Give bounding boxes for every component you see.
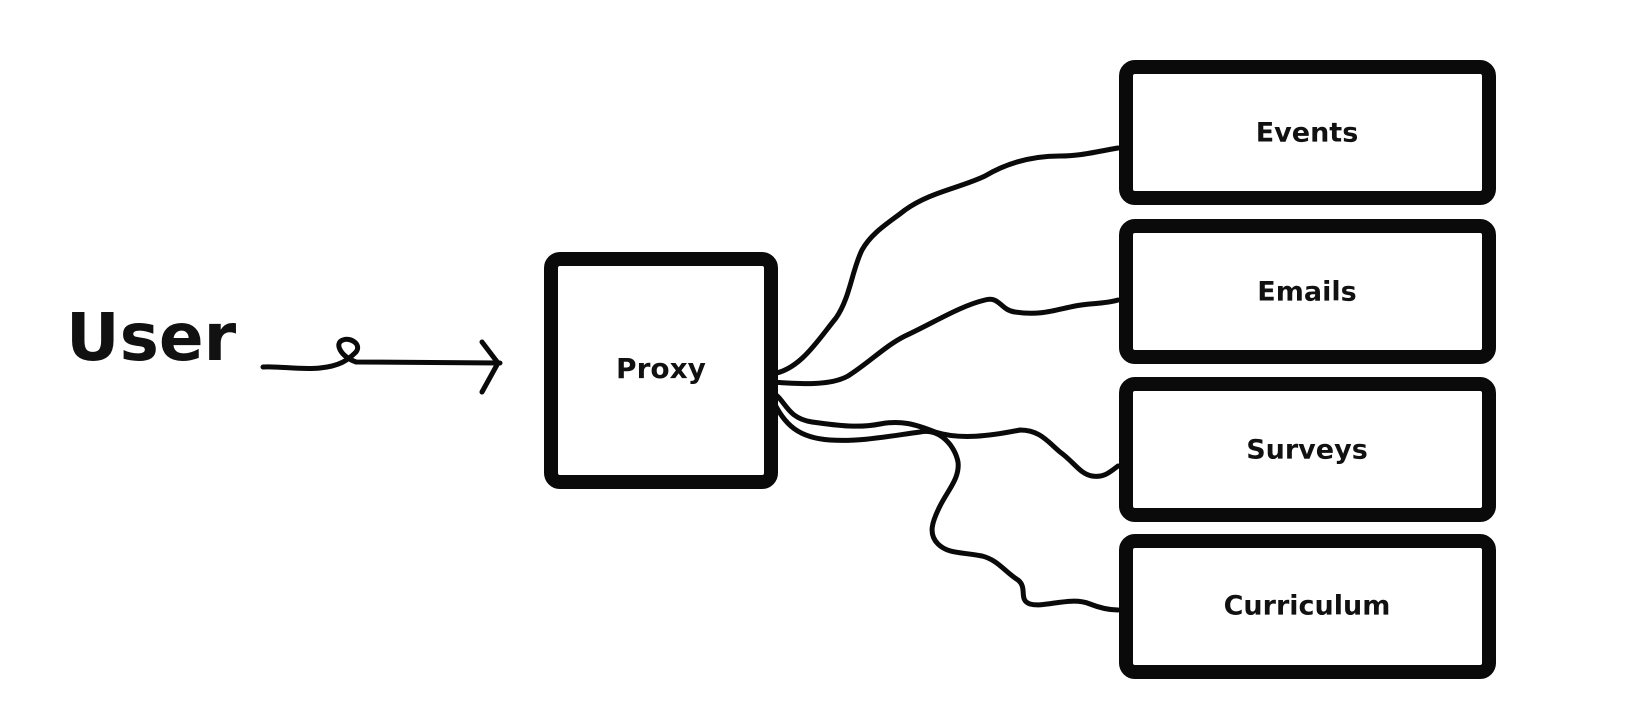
service-node-emails: Emails	[1119, 219, 1496, 364]
arrow-head-icon	[479, 339, 501, 395]
proxy-label: Proxy	[616, 352, 706, 385]
service-label-emails: Emails	[1257, 277, 1356, 308]
proxy-node: Proxy	[544, 252, 778, 489]
wire-proxy-to-emails	[769, 296, 1121, 387]
user-label: User	[66, 299, 237, 376]
wire-proxy-to-surveys	[769, 389, 1121, 479]
service-node-surveys: Surveys	[1119, 377, 1496, 522]
user-to-proxy-arrow	[260, 336, 503, 372]
service-node-curriculum: Curriculum	[1119, 534, 1496, 679]
wire-proxy-to-events	[769, 145, 1121, 377]
service-label-surveys: Surveys	[1246, 435, 1368, 466]
service-label-events: Events	[1256, 118, 1359, 149]
service-label-curriculum: Curriculum	[1224, 591, 1391, 622]
wire-proxy-to-curriculum	[769, 395, 1121, 613]
service-node-events: Events	[1119, 60, 1496, 205]
